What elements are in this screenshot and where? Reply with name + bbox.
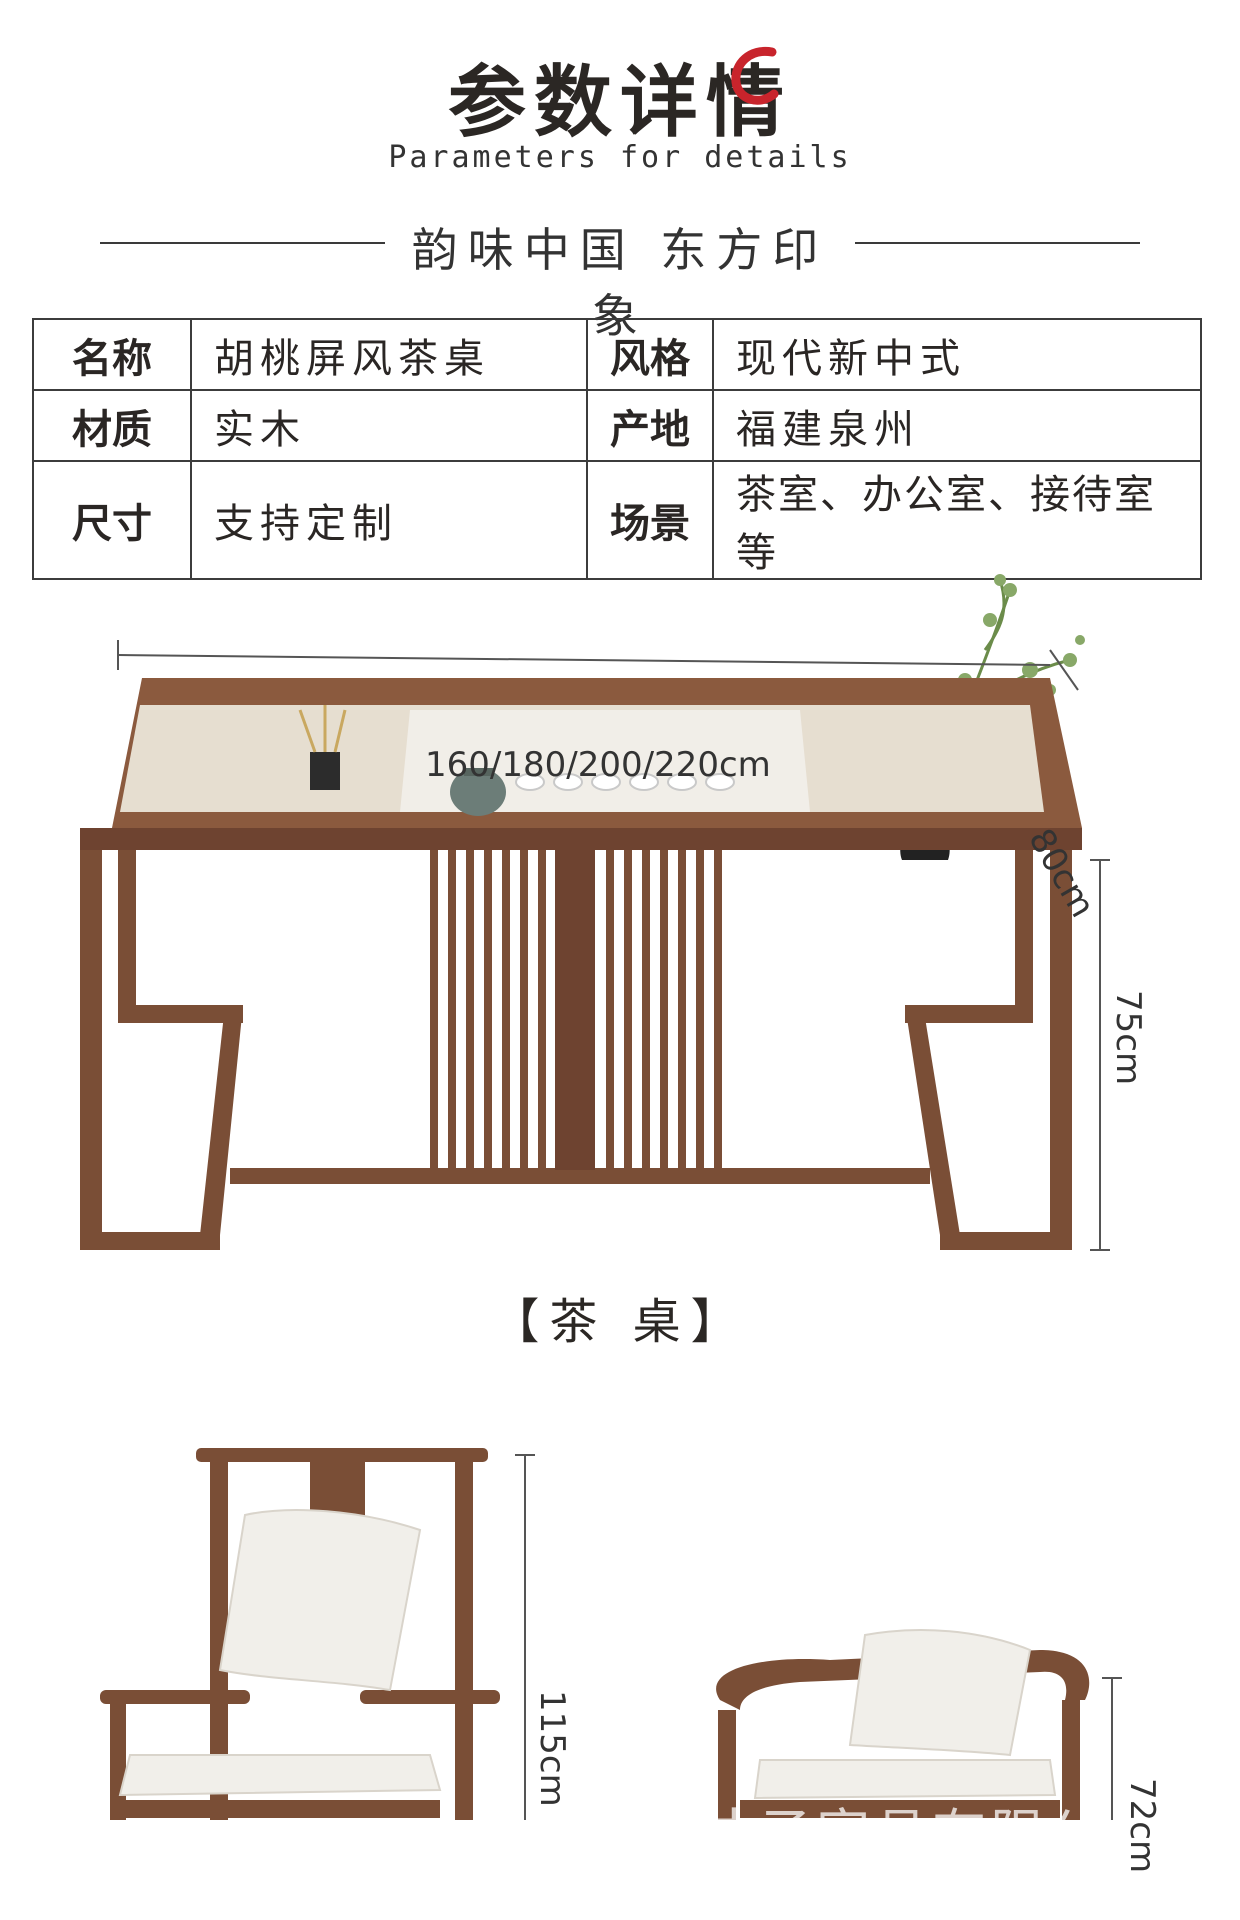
param-value: 实木 bbox=[190, 389, 588, 462]
page-title: 参数详情 bbox=[447, 57, 792, 148]
chair-low-height-label: 72cm bbox=[1122, 1778, 1162, 1874]
param-key: 名称 bbox=[32, 318, 192, 391]
page-subtitle: Parameters for details bbox=[388, 140, 852, 175]
table-height-label: 75cm bbox=[1108, 990, 1148, 1086]
screen-slats bbox=[430, 850, 722, 1170]
divider-right bbox=[855, 242, 1140, 244]
table-row: 名称 胡桃屏风茶桌 风格 现代新中式 bbox=[32, 318, 1202, 391]
param-value: 福建泉州 bbox=[712, 389, 1202, 462]
seal-icon bbox=[731, 46, 779, 105]
param-key: 材质 bbox=[32, 389, 192, 462]
param-key: 场景 bbox=[586, 460, 714, 580]
chair-low-cushion bbox=[753, 1629, 1057, 1800]
tea-cups-icon bbox=[515, 773, 735, 791]
param-value: 现代新中式 bbox=[712, 318, 1202, 391]
slogan: 韵味中国 东方印象 bbox=[411, 223, 829, 343]
watermark: 才子家具有限公 bbox=[700, 1803, 1106, 1866]
table-row: 材质 实木 产地 福建泉州 bbox=[32, 389, 1202, 462]
divider-left bbox=[100, 242, 385, 244]
param-key: 产地 bbox=[586, 389, 714, 462]
tea-table-illustration bbox=[80, 574, 1122, 1820]
param-value: 支持定制 bbox=[190, 460, 588, 580]
teapot-icon bbox=[450, 768, 506, 816]
chair-tall-cushion bbox=[118, 1509, 442, 1797]
brush-holder-icon bbox=[310, 752, 340, 790]
chair-tall-height-label: 115cm bbox=[532, 1690, 572, 1807]
table-row: 尺寸 支持定制 场景 茶室、办公室、接待室等 bbox=[32, 460, 1202, 580]
param-value: 胡桃屏风茶桌 bbox=[190, 318, 588, 391]
table-width-label: 160/180/200/220cm bbox=[425, 745, 771, 785]
param-key: 尺寸 bbox=[32, 460, 192, 580]
parameter-table: 名称 胡桃屏风茶桌 风格 现代新中式 材质 实木 产地 福建泉州 尺寸 支持定制… bbox=[32, 318, 1202, 580]
tea-table-caption: 【茶 桌】 bbox=[491, 1294, 749, 1350]
param-value: 茶室、办公室、接待室等 bbox=[712, 460, 1202, 580]
param-key: 风格 bbox=[586, 318, 714, 391]
